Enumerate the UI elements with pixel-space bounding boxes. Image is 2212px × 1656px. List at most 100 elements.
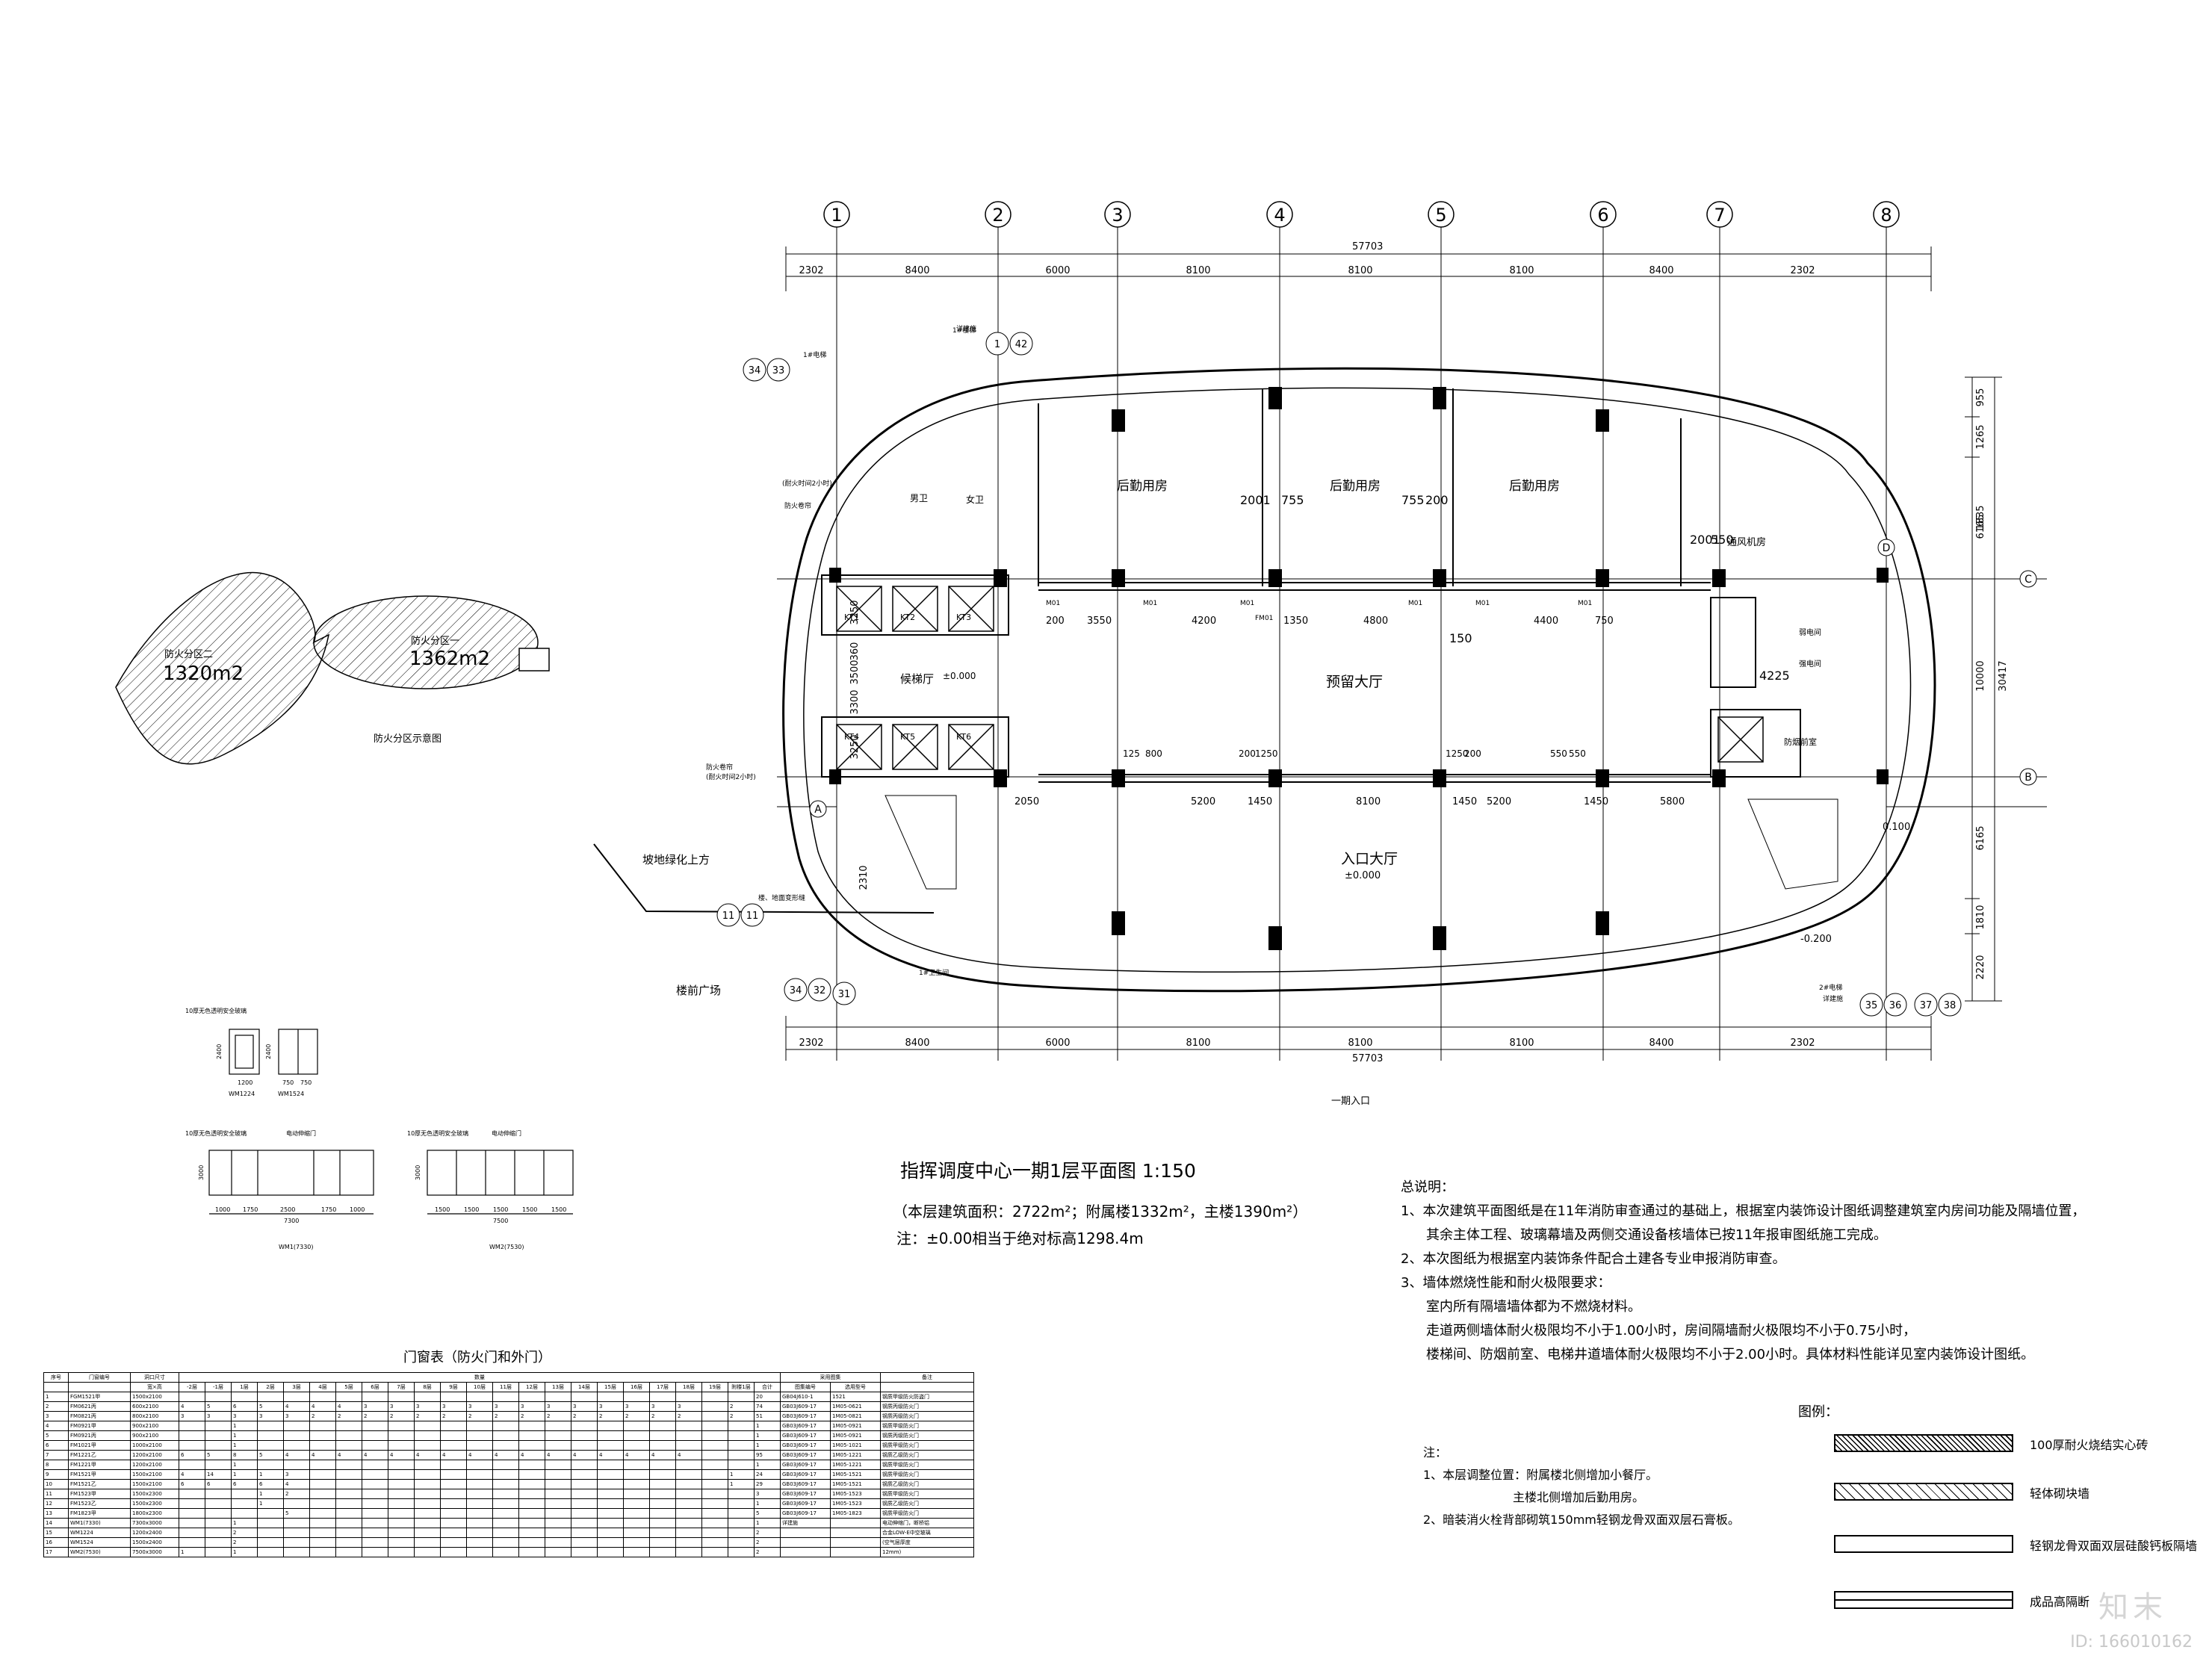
table-cell — [466, 1479, 493, 1489]
table-header-cell: 洞口尺寸 — [130, 1372, 179, 1383]
table-cell — [414, 1392, 441, 1402]
legend-label: 轻体砌块墙 — [2030, 1486, 2090, 1501]
table-cell — [388, 1440, 415, 1451]
table-cell — [701, 1537, 728, 1548]
table-cell — [597, 1479, 624, 1489]
table-cell — [362, 1460, 388, 1470]
table-cell — [231, 1392, 258, 1402]
table-cell — [701, 1411, 728, 1421]
table-cell: 3 — [283, 1469, 310, 1480]
table-cell — [728, 1489, 755, 1499]
table-cell: 2 — [728, 1411, 755, 1421]
table-header-cell: 6层 — [362, 1382, 388, 1392]
table-cell: 5 — [205, 1450, 232, 1460]
table-cell — [466, 1508, 493, 1519]
general-note-line: 其余主体工程、玻璃幕墙及两侧交通设备核墙体已按11年报审图纸施工完成。 — [1426, 1227, 1887, 1243]
table-cell — [518, 1479, 545, 1489]
table-cell: 1M05-1521 — [830, 1469, 881, 1480]
callout-text: 详建施 — [956, 324, 976, 333]
table-cell: 1 — [728, 1479, 755, 1489]
table-cell: 5 — [205, 1401, 232, 1412]
entrance-hall-level: ±0.000 — [1345, 870, 1381, 881]
table-cell — [179, 1518, 205, 1528]
general-note-line: 室内所有隔墙墙体都为不燃烧材料。 — [1426, 1299, 1641, 1315]
d2-dim: 3000 — [415, 1165, 421, 1180]
table-cell: 3 — [179, 1411, 205, 1421]
table-cell: GB03J609-17 — [780, 1411, 831, 1421]
table-header-cell: 宽×高 — [130, 1382, 179, 1392]
table-cell: 7 — [43, 1450, 69, 1460]
lift-tag: KT5 — [900, 732, 915, 742]
axis-number: 3 — [1112, 205, 1123, 226]
table-cell — [466, 1528, 493, 1538]
table-cell: 1500x2100 — [130, 1469, 179, 1480]
legend-item-block: 轻体砌块墙 — [1834, 1483, 2185, 1505]
inner-dim: 200 — [1239, 748, 1256, 759]
table-cell: 2 — [597, 1411, 624, 1421]
table-cell — [257, 1421, 284, 1431]
table-header-cell: 10层 — [466, 1382, 493, 1392]
table-cell — [309, 1537, 336, 1548]
table-cell: 24 — [754, 1469, 781, 1480]
table-cell: 3 — [545, 1401, 571, 1412]
table-cell: 2 — [43, 1401, 69, 1412]
table-cell — [623, 1460, 650, 1470]
table-cell — [205, 1392, 232, 1402]
d1-dim: 1000 — [350, 1206, 365, 1213]
table-cell: 2 — [754, 1547, 781, 1557]
d2-dim: 1500 — [522, 1206, 537, 1213]
table-cell — [728, 1450, 755, 1460]
table-cell: FM1523乙 — [68, 1498, 131, 1509]
inner-dim: 150 — [1449, 631, 1472, 645]
table-cell — [466, 1498, 493, 1509]
table-cell: 6 — [205, 1479, 232, 1489]
table-cell: 2 — [309, 1411, 336, 1421]
table-header-cell: 序号 — [43, 1372, 69, 1383]
table-cell — [623, 1508, 650, 1519]
table-cell — [335, 1440, 362, 1451]
table-cell — [701, 1440, 728, 1451]
general-note-line: 走道两侧墙体耐火极限均不小于1.00小时，房间隔墙耐火极限均不小于0.75小时， — [1426, 1323, 1917, 1339]
table-cell — [335, 1489, 362, 1499]
table-cell: 钢质丙级防火门 — [880, 1401, 974, 1412]
callout-text: 1#卫生间 — [919, 968, 949, 977]
table-cell — [362, 1479, 388, 1489]
axis-bubble-D: D — [1877, 539, 1895, 556]
table-cell: 2 — [518, 1411, 545, 1421]
table-cell: 4 — [440, 1450, 467, 1460]
inner-dim: 800 — [1145, 748, 1162, 759]
dim-bottom-total: 57703 — [1352, 1053, 1384, 1064]
table-header-cell — [880, 1382, 974, 1392]
table-cell — [623, 1469, 650, 1480]
svg-text:11: 11 — [746, 911, 759, 922]
table-cell: 1500x2100 — [130, 1392, 179, 1402]
table-cell — [362, 1440, 388, 1451]
table-cell — [309, 1518, 336, 1528]
table-cell: 2 — [231, 1537, 258, 1548]
table-cell — [414, 1489, 441, 1499]
callout-text: 1#楼梯 — [952, 326, 976, 335]
w2-name: WM1524 — [278, 1091, 305, 1097]
legend-swatch-brick — [1834, 1434, 2013, 1452]
table-cell — [388, 1498, 415, 1509]
door-table-header: 序号门窗编号洞口尺寸数量采用图集备注 — [43, 1372, 974, 1383]
table-cell: FM0921丙 — [68, 1430, 131, 1441]
table-cell — [701, 1518, 728, 1528]
room-male-wc: 男卫 — [910, 493, 929, 503]
table-cell — [362, 1508, 388, 1519]
table-cell — [309, 1508, 336, 1519]
table-cell — [780, 1528, 831, 1538]
table-cell — [335, 1460, 362, 1470]
table-cell: 8 — [231, 1450, 258, 1460]
table-cell: 15 — [43, 1528, 69, 1538]
fire-zone1-label: 防火分区一 — [411, 635, 459, 647]
table-cell — [597, 1392, 624, 1402]
d2-total: 7500 — [493, 1218, 509, 1224]
table-cell: 3 — [466, 1401, 493, 1412]
dim-bottom-segment: 2302 — [799, 1038, 823, 1049]
table-cell — [571, 1547, 598, 1557]
table-cell — [414, 1547, 441, 1557]
table-cell — [571, 1440, 598, 1451]
